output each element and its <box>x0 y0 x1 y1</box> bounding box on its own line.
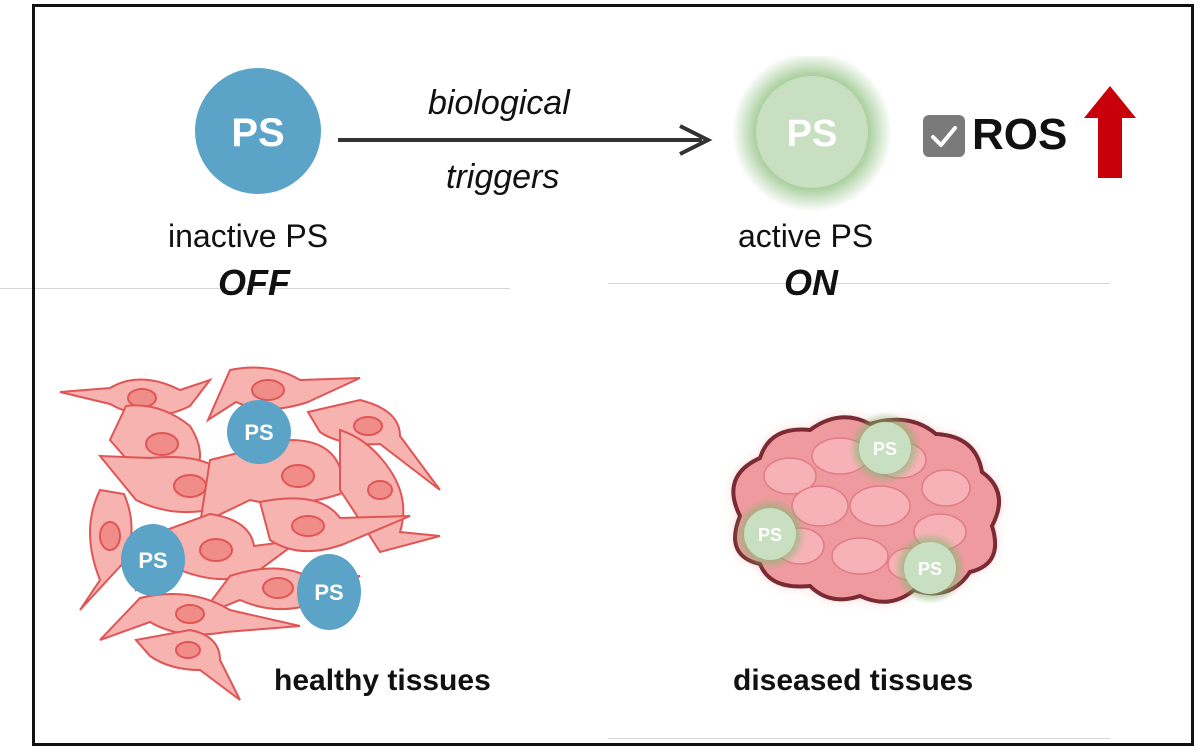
bottom-divider <box>608 738 1110 739</box>
healthy-ps-particle-2: PS <box>121 524 185 596</box>
cell <box>134 628 241 701</box>
left-panel-divider <box>35 288 510 289</box>
cell-nucleus <box>175 641 201 659</box>
cell-nucleus <box>127 388 157 408</box>
cell-nucleus <box>367 480 393 500</box>
healthy-ps-label-3: PS <box>314 580 343 605</box>
diseased-ps-particle-3: PS <box>894 532 966 604</box>
cell-nucleus <box>173 474 207 498</box>
healthy-ps-label-2: PS <box>138 548 167 573</box>
healthy-tissue-illustration: PS PS PS <box>59 366 441 701</box>
diseased-ps-particle-2: PS <box>734 498 806 570</box>
right-panel-divider <box>608 283 1110 284</box>
cell-nucleus <box>281 464 315 488</box>
cell-nucleus <box>251 379 285 401</box>
on-state-label: ON <box>784 262 838 303</box>
diseased-ps-label-3: PS <box>918 559 942 579</box>
diseased-tissue-illustration: PS PS PS <box>731 412 1001 604</box>
diseased-ps-particle-1: PS <box>849 412 921 484</box>
cell-nucleus <box>291 515 325 537</box>
inactive-ps-circle: PS <box>195 68 321 194</box>
inactive-ps-circle-label: PS <box>231 111 284 155</box>
diseased-ps-label-1: PS <box>873 439 897 459</box>
cell <box>79 488 133 611</box>
diagram-frame <box>32 4 1194 746</box>
healthy-tissues-caption: healthy tissues <box>274 664 491 697</box>
cell-nucleus <box>175 604 205 624</box>
off-state-label: OFF <box>218 262 290 303</box>
cell <box>258 497 411 553</box>
ros-label: ROS <box>972 110 1068 159</box>
diseased-ps-label-2: PS <box>758 525 782 545</box>
cell-nucleus <box>145 432 179 456</box>
cell-nucleus <box>199 538 233 562</box>
cell <box>306 398 441 491</box>
cell-nucleus <box>99 521 121 551</box>
inactive-ps-caption: inactive PS <box>168 218 329 254</box>
arrow-label-line2: triggers <box>446 158 560 196</box>
up-arrow-icon <box>1084 86 1136 178</box>
healthy-ps-label-1: PS <box>244 420 273 445</box>
arrow-label-line1: biological <box>428 84 570 122</box>
healthy-ps-particle-3: PS <box>297 554 361 630</box>
checkbox-checked-icon <box>923 115 965 157</box>
diseased-tissues-caption: diseased tissues <box>733 664 974 697</box>
trigger-arrow <box>338 124 713 156</box>
left-margin-divider <box>0 288 32 289</box>
healthy-ps-particle-1: PS <box>227 400 291 464</box>
active-ps-caption: active PS <box>738 218 874 254</box>
cell-nucleus <box>353 416 383 436</box>
active-ps-circle-label: PS <box>787 113 838 155</box>
cell-nucleus <box>262 577 294 599</box>
active-ps-circle: PS <box>732 56 892 212</box>
